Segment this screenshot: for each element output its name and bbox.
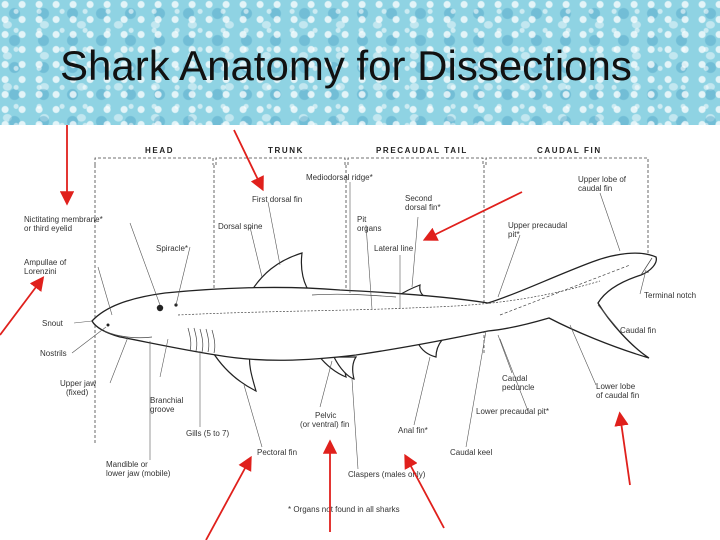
footnote: * Organs not found in all sharks <box>288 505 400 514</box>
label-branchial-groove: Branchial <box>150 396 184 405</box>
section-head-label: HEAD <box>145 146 174 155</box>
label-caudal-keel: Caudal keel <box>450 448 492 457</box>
label-second-dorsal-fin-2: dorsal fin* <box>405 203 441 212</box>
label-pectoral-fin: Pectoral fin <box>257 448 297 457</box>
label-mandible-2: lower jaw (mobile) <box>106 469 171 478</box>
section-trunk-label: TRUNK <box>268 146 304 155</box>
slide-title: Shark Anatomy for Dissections <box>60 42 632 89</box>
mouth-line <box>103 330 153 339</box>
label-nictitating-membrane: Nictitating membrane* <box>24 215 103 224</box>
nostril-icon <box>106 323 110 327</box>
red-arrow-4 <box>0 276 45 336</box>
label-lateral-line: Lateral line <box>374 244 414 253</box>
gill-slit-4 <box>205 328 210 353</box>
claspers <box>333 356 358 380</box>
red-arrow-2 <box>233 129 264 192</box>
terminal-notch-line <box>640 257 653 276</box>
label-pit-organs-2: organs <box>357 224 381 233</box>
label-upper-lobe-2: caudal fin <box>578 184 612 193</box>
label-upper-lobe: Upper lobe of <box>578 175 627 184</box>
label-upper-precaudal-pit: Upper precaudal <box>508 221 567 230</box>
label-upper-jaw: Upper jaw <box>60 379 96 388</box>
red-annotation-arrows <box>0 125 631 540</box>
label-ampullae: Ampullae of <box>24 258 67 267</box>
label-caudal-fin: Caudal fin <box>620 326 656 335</box>
label-claspers: Claspers (males only) <box>348 470 426 479</box>
leader-lines <box>71 182 647 470</box>
shark-anatomy-diagram: HEAD TRUNK PRECAUDAL TAIL CAUDAL FIN <box>0 125 696 540</box>
label-dorsal-spine: Dorsal spine <box>218 222 263 231</box>
red-arrow-3 <box>422 191 523 241</box>
label-anal-fin: Anal fin* <box>398 426 428 435</box>
red-arrow-5 <box>205 455 252 540</box>
section-precaudal-label: PRECAUDAL TAIL <box>376 146 468 155</box>
label-upper-precaudal-pit-2: pit* <box>508 230 520 239</box>
eye-icon <box>156 304 164 312</box>
label-ampullae-2: Lorenzini <box>24 267 57 276</box>
section-caudal-label: CAUDAL FIN <box>537 146 602 155</box>
label-lower-lobe-2: of caudal fin <box>596 391 639 400</box>
label-nostrils: Nostrils <box>40 349 67 358</box>
red-arrow-8 <box>614 411 631 486</box>
lateral-line <box>177 280 601 316</box>
label-snout: Snout <box>42 319 64 328</box>
label-terminal-notch: Terminal notch <box>644 291 696 300</box>
gill-slit-2 <box>193 327 198 352</box>
label-gills: Gills (5 to 7) <box>186 429 229 438</box>
shark-body <box>91 252 657 361</box>
label-upper-jaw-2: (fixed) <box>66 388 89 397</box>
mediodorsal-ridge <box>311 293 397 298</box>
caudal-fin-midline <box>499 264 631 316</box>
label-lower-precaudal-pit: Lower precaudal pit* <box>476 407 549 416</box>
gill-slit-3 <box>199 328 204 353</box>
label-second-dorsal-fin: Second <box>405 194 432 203</box>
gill-slit-1 <box>187 327 192 352</box>
label-mediodorsal-ridge: Mediodorsal ridge* <box>306 173 373 182</box>
section-bracket-frame <box>94 157 649 165</box>
label-mandible: Mandible or <box>106 460 148 469</box>
label-caudal-peduncle-2: peduncle <box>502 383 535 392</box>
label-lower-lobe: Lower lobe <box>596 382 636 391</box>
label-pit-organs: Pit <box>357 215 367 224</box>
label-spiracle: Spiracle* <box>156 244 188 253</box>
label-pelvic-fin: Pelvic <box>315 411 336 420</box>
label-first-dorsal-fin: First dorsal fin <box>252 195 302 204</box>
gill-slit-5 <box>211 329 216 354</box>
label-nictitating-membrane-2: or third eyelid <box>24 224 72 233</box>
label-caudal-peduncle: Caudal <box>502 374 528 383</box>
label-branchial-groove-2: groove <box>150 405 175 414</box>
label-pelvic-fin-2: (or ventral) fin <box>300 420 349 429</box>
red-arrow-7 <box>404 453 445 529</box>
water-texture-banner <box>0 0 720 125</box>
